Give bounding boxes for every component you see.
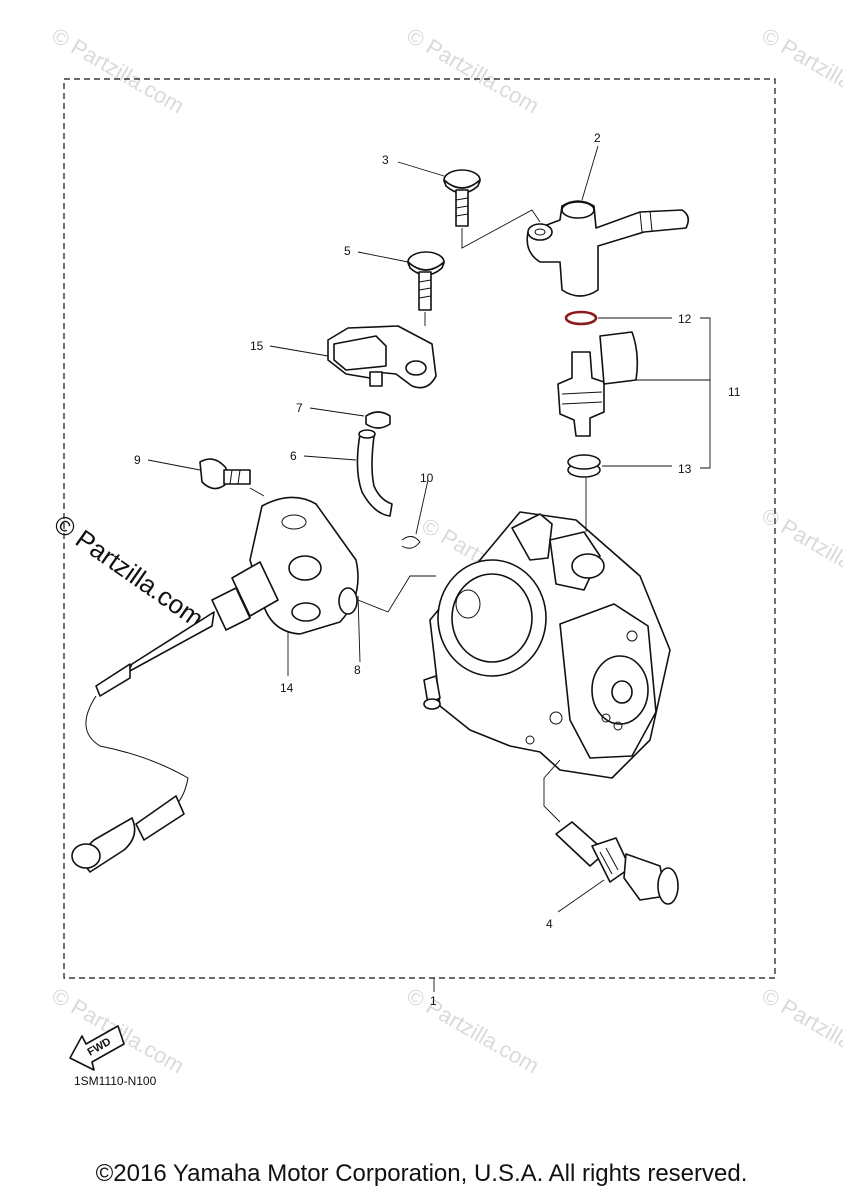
part-throttle-sensor-14: [71, 496, 359, 873]
callout-5: 5: [344, 244, 351, 258]
watermark: © Partzilla.com: [48, 23, 189, 119]
part-clip-10: [401, 536, 421, 549]
callout-12: 12: [678, 312, 692, 326]
part-oring-8: [338, 587, 358, 615]
callout-15: 15: [250, 339, 264, 353]
part-hose-6: [356, 429, 393, 517]
watermark-large: © Partzilla.com: [49, 508, 210, 633]
callout-4: 4: [546, 917, 553, 931]
callout-3: 3: [382, 153, 389, 167]
callout-7: 7: [296, 401, 303, 415]
callout-labels: 1 2 3 4 5 6 7 8 9 10 11 12 13 14 15: [134, 131, 741, 1008]
watermark: © Partzilla.com: [758, 983, 843, 1079]
watermark: © Partzilla.com: [758, 503, 843, 599]
part-screw-3: [443, 169, 481, 227]
copyright-footer: ©2016 Yamaha Motor Corporation, U.S.A. A…: [95, 1160, 748, 1187]
part-throttle-body-1: [423, 511, 671, 779]
part-screw-5: [407, 251, 445, 311]
part-valve-4: [555, 821, 679, 905]
part-clip-7: [365, 411, 391, 429]
part-fuel-joint: [526, 200, 690, 297]
callout-8: 8: [354, 663, 361, 677]
watermark: © Partzilla.com: [403, 983, 544, 1079]
callout-9: 9: [134, 453, 141, 467]
watermark: © Partzilla.com: [758, 23, 843, 119]
callout-14: 14: [280, 681, 294, 695]
watermark: © Partzilla.com: [403, 23, 544, 119]
part-seal-13: [567, 454, 601, 478]
callout-13: 13: [678, 462, 692, 476]
part-sensor-15: [327, 325, 437, 389]
assembly-boundary: [63, 78, 776, 979]
part-bolt-9: [199, 458, 251, 490]
callout-2: 2: [594, 131, 601, 145]
callout-6: 6: [290, 449, 297, 463]
callout-10: 10: [420, 471, 434, 485]
part-code: 1SM1110-N100: [74, 1074, 157, 1088]
part-oring-12: [564, 310, 598, 326]
callout-11: 11: [728, 385, 741, 399]
leader-lines: [147, 145, 711, 992]
part-injector-11: [557, 331, 639, 437]
fwd-arrow-icon: FWD: [69, 1025, 125, 1071]
callout-1: 1: [430, 994, 437, 1008]
